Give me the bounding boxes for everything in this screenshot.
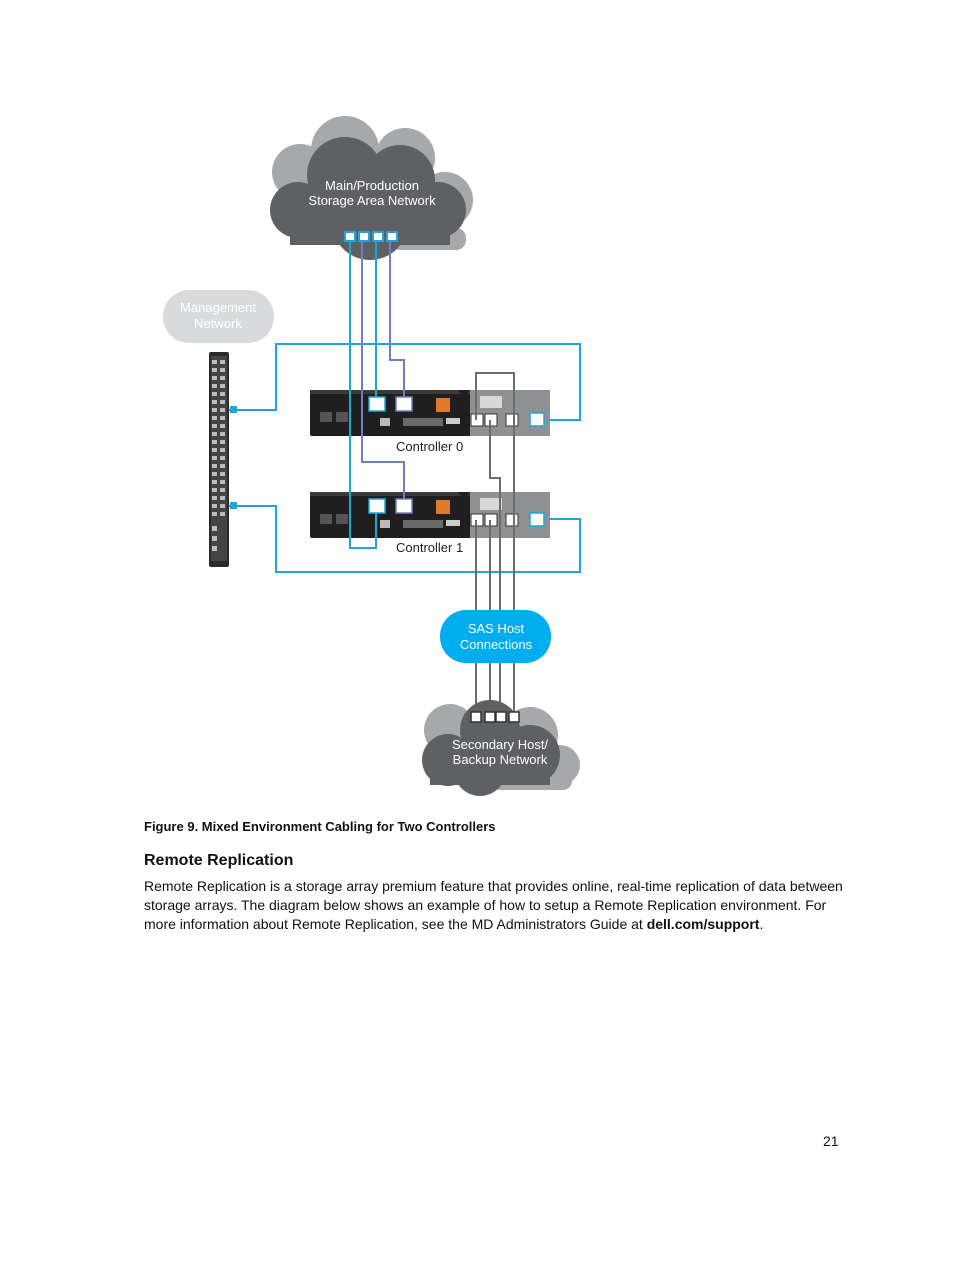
main-san-cloud: Main/Production Storage Area Network (270, 116, 473, 260)
main-san-line2: Storage Area Network (308, 193, 436, 208)
secondary-line1: Secondary Host/ (452, 737, 548, 752)
san-cables (349, 241, 405, 549)
controller-1 (310, 492, 550, 538)
support-link[interactable]: dell.com/support (646, 916, 760, 932)
section-paragraph: Remote Replication is a storage array pr… (144, 877, 844, 934)
secondary-cloud: Secondary Host/ Backup Network (422, 700, 580, 796)
controller-0-label: Controller 0 (396, 439, 463, 454)
trailing-period: . (759, 916, 764, 932)
controller-1-label: Controller 1 (396, 540, 463, 555)
section-heading: Remote Replication (144, 852, 294, 869)
management-line2: Network (194, 316, 242, 331)
figure-caption: Figure 9. Mixed Environment Cabling for … (144, 819, 496, 834)
management-line1: Management (180, 300, 256, 315)
sas-line1: SAS Host (468, 621, 525, 636)
main-san-line1: Main/Production (325, 178, 419, 193)
management-cables (229, 343, 581, 573)
page-number: 21 (823, 1133, 839, 1149)
cabling-diagram: Main/Production Storage Area Network Man… (163, 116, 581, 796)
body-text: Remote Replication is a storage array pr… (144, 878, 843, 932)
sas-host-cloud: SAS Host Connections (440, 610, 551, 663)
secondary-line2: Backup Network (453, 752, 548, 767)
ethernet-switch (209, 352, 229, 567)
sas-line2: Connections (460, 637, 533, 652)
management-cloud: Management Network (163, 290, 274, 343)
